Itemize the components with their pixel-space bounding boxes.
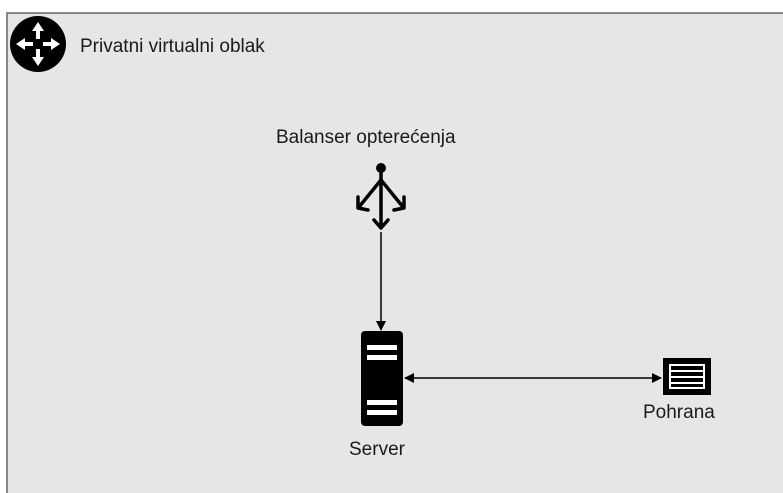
server-icon[interactable] <box>361 331 403 426</box>
server-label: Server <box>349 439 405 460</box>
load-balancer-label: Balanser opterećenja <box>276 127 456 148</box>
storage-icon[interactable] <box>663 358 711 395</box>
router-icon <box>10 16 66 72</box>
vpc-title: Privatni virtualni oblak <box>80 36 265 57</box>
storage-label: Pohrana <box>643 402 715 423</box>
load-balancer-icon[interactable] <box>356 163 406 230</box>
